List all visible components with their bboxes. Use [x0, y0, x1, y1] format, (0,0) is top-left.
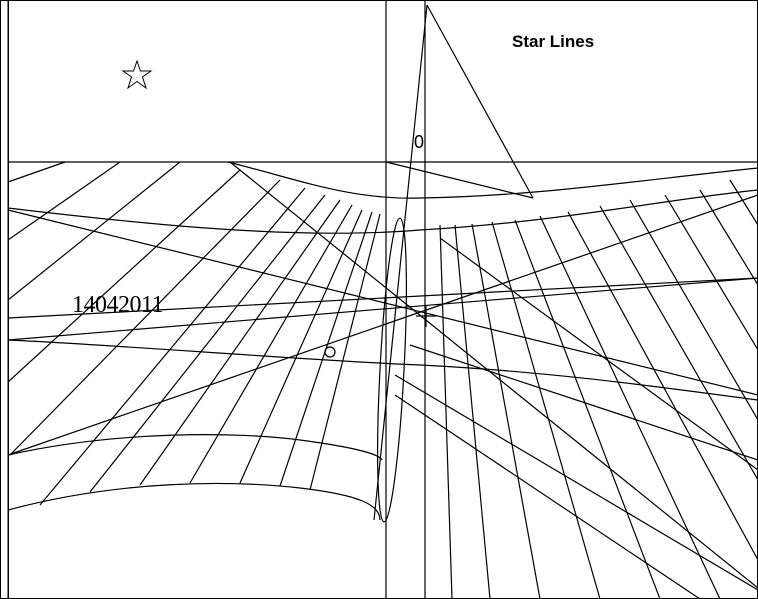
fan-r-7 — [567, 211, 758, 561]
diagonal-5 — [7, 277, 758, 319]
cross-2 — [394, 394, 701, 599]
fan-ul-7 — [89, 194, 326, 493]
fan-r-2 — [454, 224, 491, 599]
lower-curve-2 — [7, 434, 383, 461]
origin-label: 0 — [414, 132, 425, 152]
gnomon-ellipse — [377, 217, 407, 523]
fan-r-5 — [514, 219, 661, 599]
lower-curve-1 — [7, 482, 381, 521]
fan-ul-12 — [309, 213, 381, 491]
date-label: 14042011 — [72, 292, 164, 318]
fan-ul-3 — [7, 161, 181, 301]
gnomon-edge-3 — [373, 4, 428, 521]
fan-ul-8 — [139, 199, 341, 486]
small-circle-marker — [324, 346, 336, 358]
fan-ul-4 — [7, 169, 241, 383]
fan-r-1 — [439, 224, 453, 599]
fan-r-4 — [491, 221, 601, 599]
fan-r-9 — [629, 199, 758, 421]
fan-r-11 — [699, 189, 758, 286]
fan-ul-5 — [9, 179, 281, 456]
diagonal-3 — [7, 209, 758, 396]
star-outline-icon — [121, 59, 153, 90]
cross-3 — [409, 344, 758, 461]
fan-r-3 — [471, 223, 541, 599]
gnomon-edge-1 — [426, 4, 534, 199]
fan-ul-2 — [7, 161, 121, 241]
upper-curve-top — [227, 161, 758, 199]
cross-4 — [439, 237, 758, 471]
fan-r-8 — [599, 205, 758, 481]
fan-r-10 — [664, 194, 758, 351]
fan-ul-1 — [7, 161, 66, 183]
fan-ul-10 — [239, 209, 363, 484]
diagonal-4 — [229, 161, 758, 589]
upper-curve-bottom — [7, 189, 758, 234]
diagram-title: Star Lines — [512, 32, 595, 51]
fan-ul-9 — [189, 204, 353, 484]
fan-r-6 — [539, 215, 721, 599]
fan-r-12 — [729, 179, 758, 226]
fan-ul-6 — [39, 187, 306, 506]
lower-curve-3 — [7, 339, 758, 401]
cross-1 — [394, 374, 758, 591]
